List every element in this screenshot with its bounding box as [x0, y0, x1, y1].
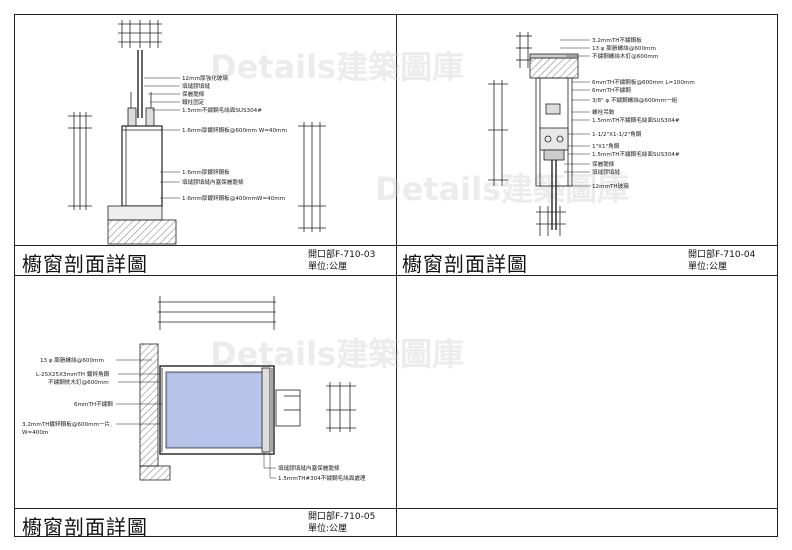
annotation-label: 不鏽鋼枕木釘@600mm: [48, 378, 109, 386]
annotation-label: 13 φ 膨脹螺絲@600mm: [40, 356, 104, 364]
annotation-label: 6mmTH不鏽鋼板@600mm L=100mm: [592, 78, 695, 86]
watermark: Details建築圖庫: [210, 48, 464, 86]
annotation-label: 3.2mmTH不鏽鋼板: [592, 36, 642, 44]
annotation-label: 填縫膠填縫: [182, 82, 210, 90]
title-strip-line: [14, 508, 397, 509]
annotation-label: 鐵柱固定: [182, 98, 205, 106]
drawing-title: 櫥窗剖面詳圖: [22, 515, 148, 539]
annotation-label: 12mm厚強化玻璃: [182, 74, 228, 82]
annotation-label: 3.2mmTH鍍鋅鋼板@600mm一片,: [22, 420, 112, 428]
annotation-label: 填縫膠填縫內塞保麗龍條: [182, 178, 244, 186]
annotation-label: 3/8" φ 不鏽鋼螺絲@600mm一組: [592, 96, 678, 104]
drawing-code: 開口部F-710-05: [308, 512, 376, 522]
unit-label: 單位:公厘: [308, 262, 348, 272]
drawing-code: 開口部F-710-03: [308, 250, 376, 260]
annotation-label: 1.6mm厚鍍鋅鋼板: [182, 168, 230, 176]
annotation-label: 填縫膠填縫: [592, 168, 620, 176]
unit-label: 單位:公厘: [308, 524, 348, 534]
annotation-label: 1.5mm不鏽鋼毛絲面SUS304#: [182, 106, 262, 114]
annotation-label: 1.6mm厚鍍鋅鋼板@400mmW=40mm: [182, 194, 285, 202]
annotation-label: 保麗龍條: [592, 160, 615, 168]
watermark: Details建築圖庫: [210, 335, 464, 373]
annotations-f710-05: 13 φ 膨脹螺絲@600mm L-25X25X3mmTH 鍍鋅角鋼 不鏽鋼枕木…: [22, 356, 366, 482]
annotation-label: 螺栓吊鉤: [592, 108, 615, 116]
drawing-title: 櫥窗剖面詳圖: [22, 252, 148, 276]
annotation-label: 填縫膠填縫內塞保麗龍條: [278, 464, 340, 472]
detail-f710-03: [68, 20, 326, 245]
panel-bottom-right: [396, 275, 778, 537]
annotation-label: 1.6mm厚鍍鋅鋼板@600mm W=40mm: [182, 126, 287, 134]
title-strip-line: [14, 245, 397, 246]
annotation-label: 6mmTH不鏽鋼: [74, 400, 113, 408]
annotation-label: 6mmTH不鏽鋼: [592, 86, 631, 94]
annotation-label: 1.5mmTH不鏽鋼毛絲面SUS304#: [592, 150, 680, 158]
annotation-label: 12mmTH玻璃: [592, 182, 629, 190]
title-strip-line: [396, 508, 778, 509]
annotation-label: 1.5mmTH不鏽鋼毛絲面SUS304#: [592, 116, 680, 124]
annotation-label: 13 φ 膨脹螺絲@600mm: [592, 44, 656, 52]
annotation-label: 1.5mmTH#304不鏽鋼毛絲面處理: [278, 474, 366, 482]
annotation-label: 保麗龍條: [182, 90, 205, 98]
detail-f710-04: [488, 32, 590, 236]
annotation-label: 不鏽鋼螺絲木釘@600mm: [592, 52, 658, 60]
detail-f710-05: [116, 296, 356, 481]
annotation-label: 1-1/2"X1-1/2"角鋼: [592, 130, 642, 138]
annotations-f710-04: 3.2mmTH不鏽鋼板 13 φ 膨脹螺絲@600mm 不鏽鋼螺絲木釘@600m…: [592, 36, 695, 190]
annotation-label: W=400m: [22, 430, 48, 436]
drawing-code: 開口部F-710-04: [688, 250, 756, 260]
annotations-f710-03: 12mm厚強化玻璃 填縫膠填縫 保麗龍條 鐵柱固定 1.5mm不鏽鋼毛絲面SUS…: [182, 74, 287, 202]
annotation-label: 1"X1"角鋼: [592, 142, 620, 150]
title-strip-line: [396, 245, 778, 246]
annotation-label: L-25X25X3mmTH 鍍鋅角鋼: [36, 370, 110, 378]
drawing-title: 櫥窗剖面詳圖: [402, 252, 528, 276]
unit-label: 單位:公厘: [688, 262, 728, 272]
